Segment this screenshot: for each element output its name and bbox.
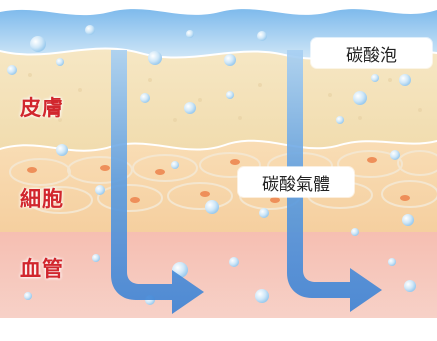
cell-layer [0,141,437,232]
gas-callout: 碳酸氣體 [238,167,354,197]
down-right-arrow-icon [287,50,382,312]
skin-label: 皮膚 [20,96,64,120]
foam-label: 碳酸泡 [346,45,397,66]
gas-label: 碳酸氣體 [262,174,330,195]
down-right-arrow-icon [111,50,204,314]
cells-label: 細胞 [20,187,64,211]
skin-layer [0,49,437,150]
skin-texture [28,73,422,122]
co2-bubbles [7,25,416,305]
bottom-margin [0,318,437,341]
foam-top-wave [0,0,437,16]
vessels-label: 血管 [20,257,64,281]
foam-callout: 碳酸泡 [311,38,432,68]
